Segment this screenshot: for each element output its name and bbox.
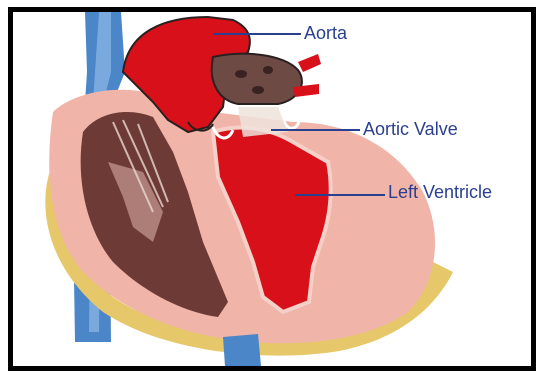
- diagram-frame: Aorta Aortic Valve Left Ventricle: [8, 7, 536, 371]
- coronary-opening-3: [252, 86, 264, 94]
- coronary-opening-1: [235, 70, 247, 78]
- left-ventricle-label: Left Ventricle: [388, 183, 492, 201]
- coronary-opening-2: [263, 66, 273, 74]
- aortic-valve-area: [238, 107, 288, 137]
- branch-vessel-1: [298, 54, 321, 72]
- inferior-vena-cava: [223, 334, 261, 366]
- aortic-valve-label: Aortic Valve: [363, 120, 458, 138]
- aortic-root-cavity: [212, 54, 302, 104]
- aorta-label: Aorta: [304, 24, 347, 42]
